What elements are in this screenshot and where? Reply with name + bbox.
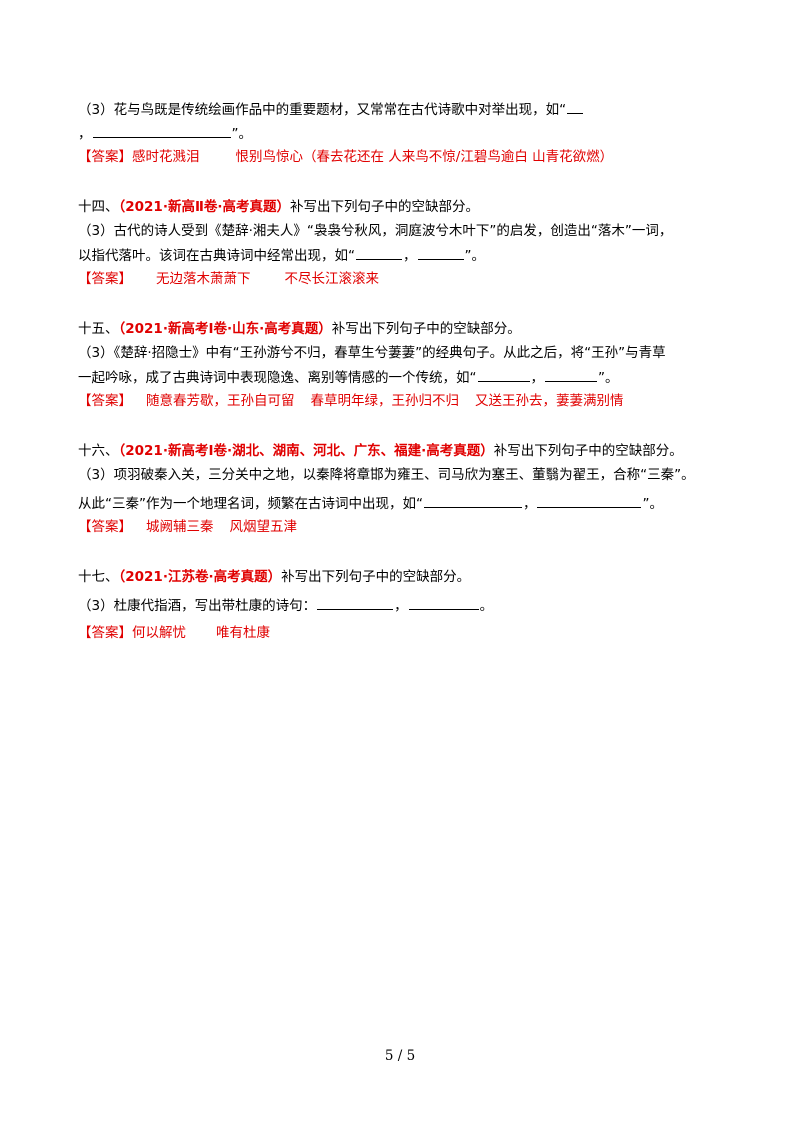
q17-blank-2[interactable] — [408, 595, 479, 610]
q14-number: 十四、 — [78, 199, 119, 215]
q14-answer: 【答案】 无边落木萧萧下 不尽长江滚滚来 — [78, 269, 379, 289]
q16-answer-a: 城阙辅三秦 — [146, 519, 214, 535]
q15-blank-1[interactable] — [477, 367, 530, 382]
page-number: 5 / 5 — [384, 1048, 416, 1064]
q15-blank-2[interactable] — [545, 367, 597, 382]
q16-number: 十六、 — [78, 443, 119, 459]
q15-source: （2021·新高考Ⅰ卷·山东·高考真题） — [118, 321, 332, 337]
q16-heading: 十六、（2021·新高考Ⅰ卷·湖北、湖南、河北、广东、福建·高考真题）补写出下列… — [78, 441, 683, 461]
q15-answer-a: 随意春芳歇，王孙自可留 — [146, 393, 295, 409]
q16-stem-line2: 从此“三秦”作为一个地理名词，频繁在古诗词中出现，如“，”。 — [78, 493, 663, 514]
q14-heading: 十四、（2021·新高Ⅱ卷·高考真题）补写出下列句子中的空缺部分。 — [78, 197, 479, 217]
q15-number: 十五、 — [78, 321, 119, 337]
q13-blank-1[interactable] — [567, 99, 584, 114]
q13-answer-a: 感时花溅泪 — [132, 149, 200, 165]
q17-answer-a: 何以解忧 — [132, 625, 186, 641]
q17-answer-b: 唯有杜康 — [216, 625, 270, 641]
q15-answer-b: 春草明年绿，王孙归不归 — [310, 393, 460, 409]
q16-blank-1[interactable] — [423, 493, 522, 508]
q13-stem-line1: （3）花与鸟既是传统绘画作品中的重要题材，又常常在古代诗歌中对举出现，如“ — [78, 99, 584, 120]
q14-source: （2021·新高Ⅱ卷·高考真题） — [118, 199, 290, 215]
q17-instruction: 补写出下列句子中的空缺部分。 — [281, 569, 471, 585]
answer-label: 【答案】 — [78, 271, 132, 287]
q17-heading: 十七、（2021·江苏卷·高考真题）补写出下列句子中的空缺部分。 — [78, 567, 470, 587]
q14-stem-line2: 以指代落叶。该词在古典诗词中经常出现，如“，”。 — [78, 245, 485, 266]
q16-answer: 【答案】城阙辅三秦风烟望五津 — [78, 517, 297, 537]
q14-instruction: 补写出下列句子中的空缺部分。 — [289, 199, 479, 215]
q16-instruction: 补写出下列句子中的空缺部分。 — [493, 443, 683, 459]
q15-instruction: 补写出下列句子中的空缺部分。 — [331, 321, 521, 337]
q16-source: （2021·新高考Ⅰ卷·湖北、湖南、河北、广东、福建·高考真题） — [118, 443, 494, 459]
q17-number: 十七、 — [78, 569, 119, 585]
q15-heading: 十五、（2021·新高考Ⅰ卷·山东·高考真题）补写出下列句子中的空缺部分。 — [78, 319, 521, 339]
q13-stem-line2: ，”。 — [78, 123, 252, 144]
q14-answer-b: 不尽长江滚滚来 — [284, 271, 380, 287]
q16-blank-2[interactable] — [537, 493, 642, 508]
q17-blank-1[interactable] — [317, 595, 394, 610]
q17-answer: 【答案】何以解忧 唯有杜康 — [78, 623, 270, 643]
q15-answer-c: 又送王孙去，萋萋满别情 — [475, 393, 624, 409]
q13-answer: 【答案】感时花溅泪 恨别鸟惊心（春去花还在 人来鸟不惊/江碧鸟逾白 山青花欲燃） — [78, 147, 613, 167]
q17-source: （2021·江苏卷·高考真题） — [118, 569, 282, 585]
answer-label: 【答案】 — [78, 149, 132, 165]
q13-answer-b: 恨别鸟惊心（春去花还在 人来鸟不惊/江碧鸟逾白 山青花欲燃） — [235, 149, 614, 165]
q15-stem-line1: （3）《楚辞·招隐士》中有“王孙游兮不归，春草生兮萋萋”的经典句子。从此之后，将… — [78, 345, 666, 361]
q15-answer: 【答案】随意春芳歇，王孙自可留春草明年绿，王孙归不归又送王孙去，萋萋满别情 — [78, 391, 624, 411]
q16-stem-line1: （3）项羽破秦入关，三分关中之地，以秦降将章邯为雍王、司马欣为塞王、董翳为翟王，… — [78, 467, 695, 483]
q14-blank-2[interactable] — [417, 245, 464, 260]
q16-answer-b: 风烟望五津 — [229, 519, 298, 535]
answer-label: 【答案】 — [78, 625, 132, 641]
answer-label: 【答案】 — [78, 519, 132, 535]
q14-answer-a: 无边落木萧萧下 — [156, 271, 251, 287]
q13-blank-2[interactable] — [92, 123, 231, 138]
q17-stem-line1: （3）杜康代指酒，写出带杜康的诗句：，。 — [78, 595, 493, 616]
q14-blank-1[interactable] — [356, 245, 402, 260]
q14-stem-line1: （3）古代的诗人受到《楚辞·湘夫人》“袅袅兮秋风，洞庭波兮木叶下”的启发，创造出… — [78, 223, 673, 239]
q15-stem-line2: 一起吟咏，成了古典诗词中表现隐逸、离别等情感的一个传统，如“，”。 — [78, 367, 619, 388]
answer-label: 【答案】 — [78, 393, 132, 409]
